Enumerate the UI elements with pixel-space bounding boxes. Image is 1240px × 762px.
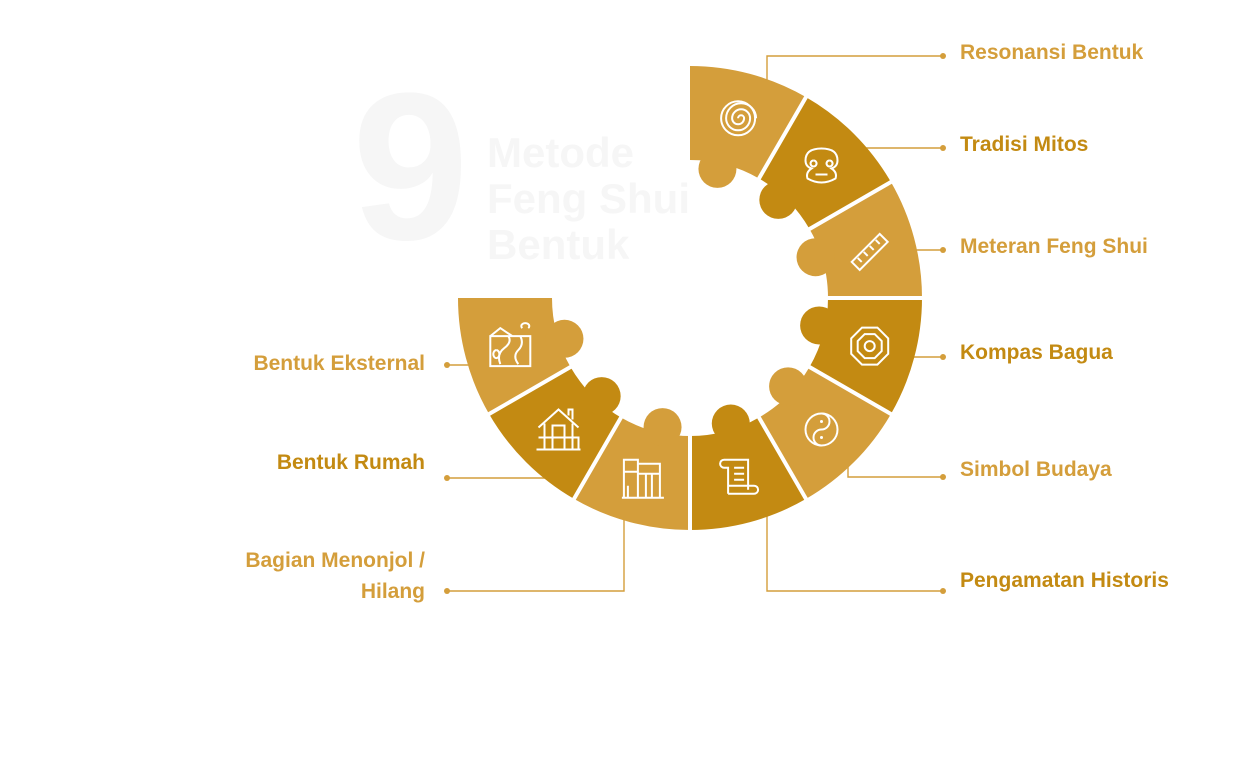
segment-bentuk-rumah xyxy=(489,367,621,499)
connector-dot xyxy=(940,588,946,594)
connector-line xyxy=(847,460,943,478)
connector-dot xyxy=(940,354,946,360)
connector-dot xyxy=(940,145,946,151)
puzzle-knob xyxy=(796,238,835,277)
segment-divider xyxy=(742,390,809,502)
watermark-title: Metode Feng Shui Bentuk xyxy=(487,130,690,268)
watermark-number: 9 xyxy=(352,49,469,284)
puzzle-knob xyxy=(582,377,621,416)
label-bentuk-rumah: Bentuk Rumah xyxy=(276,451,425,474)
segment-meteran-feng-shui xyxy=(796,182,922,298)
segment-divider xyxy=(486,350,598,417)
connector-dot xyxy=(940,53,946,59)
lion-dance-icon xyxy=(804,147,839,184)
puzzle-knob xyxy=(769,367,808,406)
segment-divider xyxy=(782,179,894,246)
segment-bagian-menonjol-hilang xyxy=(574,408,690,530)
label-tradisi-mitos: Tradisi Mitos xyxy=(960,133,1089,156)
label-resonansi-bentuk: Resonansi Bentuk xyxy=(960,41,1144,64)
label-bentuk-eksternal: Bentuk Eksternal xyxy=(253,352,425,375)
connector-dot xyxy=(444,362,450,368)
watermark-line: Bentuk xyxy=(487,221,630,268)
connector-dot xyxy=(940,474,946,480)
label-line: Hilang xyxy=(360,580,425,603)
house-icon xyxy=(536,408,581,451)
connector-dot xyxy=(444,475,450,481)
segment-bentuk-eksternal xyxy=(458,298,584,414)
watermark-line: Metode xyxy=(487,129,634,176)
label-meteran-feng-shui: Meteran Feng Shui xyxy=(960,235,1148,258)
puzzle-knob xyxy=(545,319,584,358)
label-line: Bagian Menonjol / xyxy=(245,549,425,572)
puzzle-knob xyxy=(643,408,682,447)
watermark-line: Feng Shui xyxy=(487,175,690,222)
connector-line xyxy=(447,520,625,592)
segment-divider xyxy=(782,350,894,417)
connector-dot xyxy=(444,588,450,594)
segment-divider xyxy=(742,94,809,206)
segment-shape xyxy=(809,182,922,298)
buildings-icon xyxy=(621,458,664,499)
connector-dot xyxy=(940,247,946,253)
label-pengamatan-historis: Pengamatan Historis xyxy=(960,569,1169,592)
scroll-icon xyxy=(719,458,760,495)
segment-divider xyxy=(571,390,638,502)
puzzle-knob xyxy=(698,149,737,188)
segment-pengamatan-historis xyxy=(690,404,806,530)
bagua-compass-icon xyxy=(850,326,890,366)
puzzle-knob xyxy=(800,306,839,345)
puzzle-knob xyxy=(711,404,750,443)
yin-yang-icon xyxy=(804,412,839,447)
spiral-icon xyxy=(720,100,758,137)
label-bagian-menonjol-hilang: Bagian Menonjol / Hilang xyxy=(245,545,425,607)
label-kompas-bagua: Kompas Bagua xyxy=(960,341,1113,364)
landscape-icon xyxy=(489,322,532,368)
label-simbol-budaya: Simbol Budaya xyxy=(960,458,1112,481)
connector-line xyxy=(766,490,943,592)
segment-simbol-budaya xyxy=(759,367,891,499)
segment-resonansi-bentuk xyxy=(690,66,806,188)
puzzle-knob xyxy=(759,180,798,219)
ruler-icon xyxy=(850,232,890,272)
segment-shape xyxy=(458,298,571,414)
segment-kompas-bagua xyxy=(800,298,922,414)
segment-tradisi-mitos xyxy=(759,97,891,229)
